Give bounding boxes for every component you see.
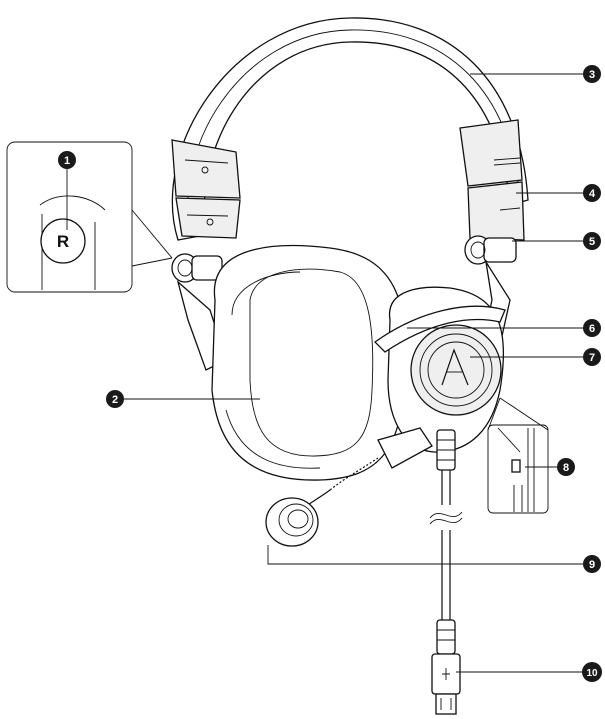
svg-text:10: 10	[586, 668, 598, 679]
right-hinge	[465, 236, 516, 264]
callout-3: 3	[583, 65, 601, 83]
mic-capsule	[266, 498, 318, 546]
usb-cable	[430, 430, 462, 714]
right-housing-plate	[411, 325, 501, 415]
svg-text:1: 1	[64, 155, 70, 167]
svg-text:7: 7	[589, 352, 595, 364]
inset-cable-port	[488, 398, 548, 513]
usb-connector	[436, 694, 456, 714]
left-slider-lower	[176, 198, 240, 238]
svg-text:3: 3	[589, 69, 595, 81]
callout-1: 1	[58, 151, 76, 169]
svg-text:6: 6	[589, 323, 595, 335]
cable-break-mark	[430, 512, 462, 518]
headband	[172, 18, 528, 240]
svg-text:8: 8	[563, 462, 569, 474]
callout-6: 6	[583, 319, 601, 337]
left-hinge	[172, 254, 222, 282]
callout-5: 5	[583, 232, 601, 250]
callout-4: 4	[583, 184, 601, 202]
right-slider-upper	[460, 120, 522, 186]
left-earpad	[212, 246, 406, 481]
callout-10: 10	[582, 662, 602, 682]
callout-7: 7	[583, 348, 601, 366]
port-indicator	[512, 460, 520, 472]
right-slider-lower	[468, 182, 524, 240]
svg-text:9: 9	[589, 559, 595, 571]
left-slider-upper	[172, 140, 240, 198]
r-marking-label: R	[57, 232, 69, 251]
inset-right-marking: R	[7, 142, 172, 292]
svg-text:2: 2	[112, 394, 118, 406]
callout-8: 8	[557, 458, 575, 476]
svg-text:5: 5	[589, 236, 595, 248]
svg-text:4: 4	[589, 188, 596, 200]
callout-9: 9	[583, 555, 601, 573]
callout-2: 2	[106, 390, 124, 408]
